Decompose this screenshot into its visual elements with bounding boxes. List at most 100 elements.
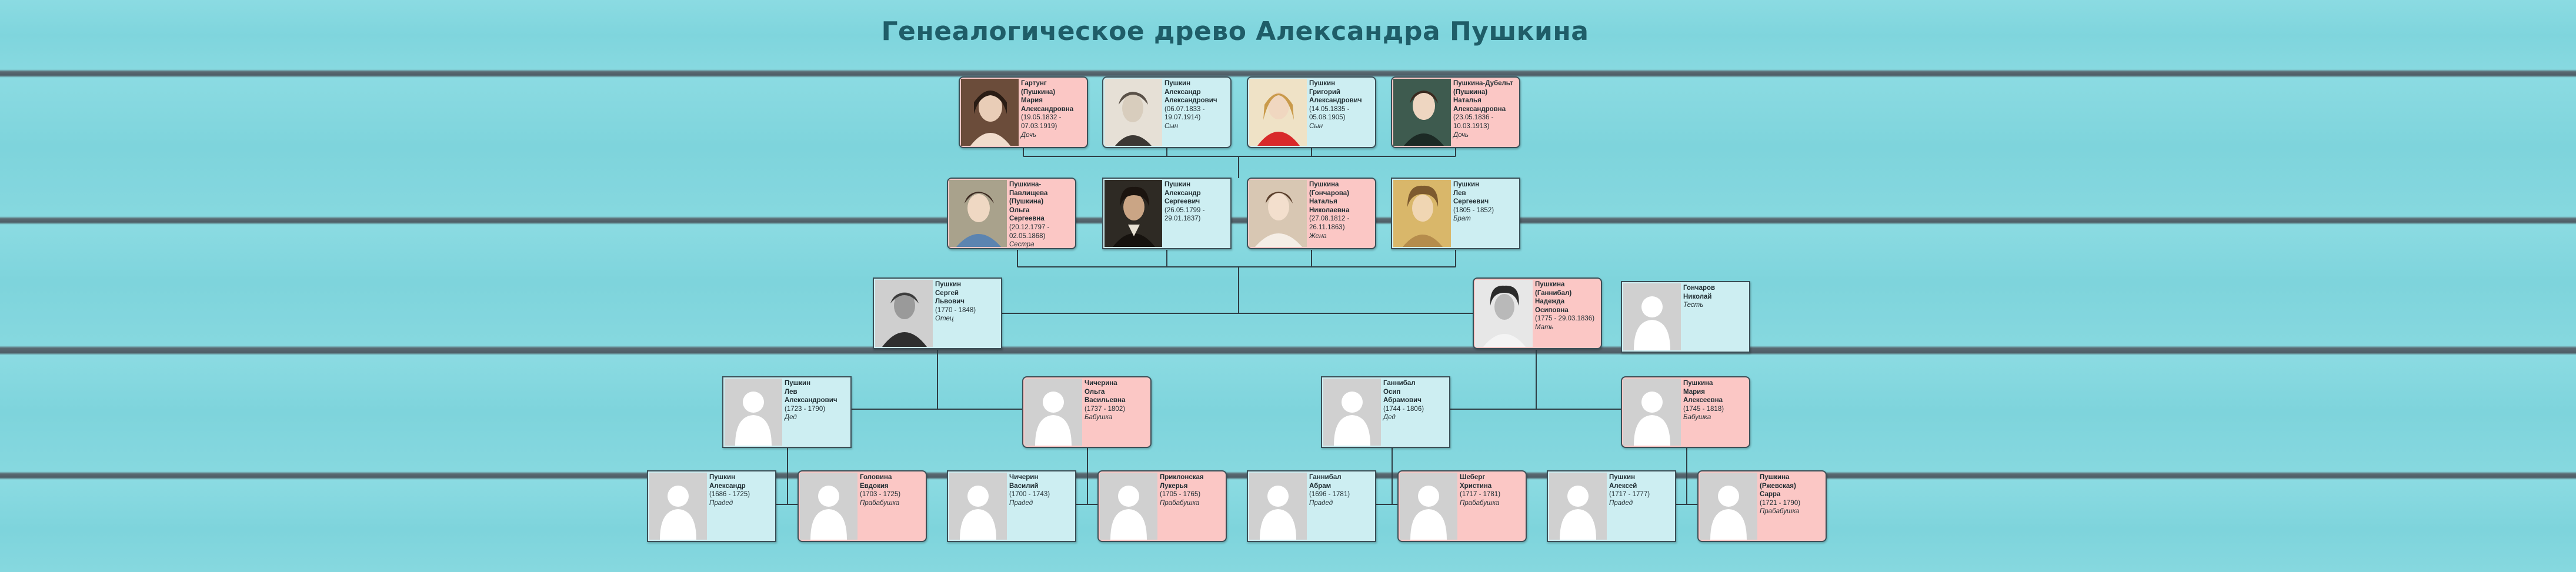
person-dates: (1723 - 1790) [785,405,826,413]
person-card-sergey[interactable]: Пушкин Сергей Львович (1770 - 1848) Отец [873,277,1002,349]
person-dates: (1737 - 1802) [1085,405,1126,413]
person-card-goncharov[interactable]: Гончаров Николай Тесть [1621,281,1750,353]
person-dates: (20.12.1797 - 02.05.1868) [1009,223,1050,240]
portrait-alexander-son [1105,79,1162,146]
person-name: Пушкин Григорий Александрович [1309,80,1362,105]
placeholder-avatar-icon [1025,379,1082,446]
person-name: Приклонская Лукерья [1160,474,1204,490]
person-card-nadezhda[interactable]: Пушкина (Ганнибал) Надежда Осиповна (177… [1473,277,1602,349]
person-name: Чичерина Ольга Васильевна [1085,380,1126,404]
person-name: Пушкина Мария Алексеевна [1683,380,1723,404]
person-name: Гартунг (Пушкина) Мария Александровна [1021,80,1074,113]
placeholder-avatar-icon [1249,473,1307,540]
person-dates: (1745 - 1818) [1683,405,1724,413]
person-name: Чичерин Василий [1009,474,1039,490]
placeholder-avatar-icon [1400,473,1457,540]
person-dates: (19.05.1832 - 07.03.1919) [1021,114,1062,130]
person-dates: (14.05.1835 - 05.08.1905) [1309,105,1350,122]
person-name: Пушкина (Ржевская) Сарра [1760,474,1796,499]
person-role: Прабабушка [1760,508,1800,516]
person-dates: (1686 - 1725) [709,491,750,499]
person-name: Пушкин Александр [709,474,746,490]
placeholder-avatar-icon [1549,473,1607,540]
placeholder-avatar-icon [649,473,707,540]
person-role: Прадед [709,499,733,507]
placeholder-avatar-icon [725,379,782,446]
person-card-chicherin[interactable]: Чичерин Василий (1700 - 1743) Прадед [947,470,1076,542]
person-card-olga-chicherina[interactable]: Чичерина Ольга Васильевна (1737 - 1802) … [1022,376,1152,448]
person-card-priklonskaya[interactable]: Приклонская Лукерья (1705 - 1765) Прабаб… [1097,470,1227,542]
person-card-natalia-wife[interactable]: Пушкина (Гончарова) Наталья Николаевна (… [1247,178,1376,249]
placeholder-avatar-icon [1700,473,1757,540]
person-name: Ганнибал Абрам [1309,474,1342,490]
person-role: Прабабушка [1460,499,1500,507]
person-role: Тесть [1683,302,1704,309]
person-role: Отец [935,315,954,323]
person-card-olga-sister[interactable]: Пушкина-Павлищева (Пушкина) Ольга Сергее… [947,178,1076,249]
person-dates: (1775 - 29.03.1836) [1535,315,1595,323]
person-role: Прабабушка [1160,499,1200,507]
placeholder-avatar-icon [1623,283,1681,350]
placeholder-avatar-icon [1100,473,1157,540]
person-name: Пушкин Алексей [1609,474,1637,490]
person-role: Прабабушка [860,499,900,507]
person-card-sara[interactable]: Пушкина (Ржевская) Сарра (1721 - 1790) П… [1697,470,1827,542]
person-name: Гончаров Николай [1683,285,1716,300]
person-name: Пушкин Сергей Львович [935,281,965,306]
portrait-natalia-wife [1249,180,1307,247]
person-card-alexey[interactable]: Пушкин Алексей (1717 - 1777) Прадед [1547,470,1676,542]
person-role: Брат [1453,215,1471,223]
person-dates: (1696 - 1781) [1309,491,1350,499]
person-card-alexander[interactable]: Пушкин Александр Сергеевич (26.05.1799 -… [1102,178,1232,249]
person-card-lev-grandfather[interactable]: Пушкин Лев Александрович (1723 - 1790) Д… [722,376,852,448]
connector-siblings [1017,250,1456,313]
portrait-lev-brother [1393,180,1451,247]
person-card-natalia-dubelt[interactable]: Пушкина-Дубельт (Пушкина) Наталья Алекса… [1391,76,1520,148]
portrait-grigory [1249,79,1307,146]
person-name: Пушкин Лев Александрович [785,380,837,404]
person-role: Бабушка [1683,414,1711,422]
person-role: Прадед [1009,499,1033,507]
person-name: Пушкин Александр Александрович [1164,80,1217,105]
person-card-shoberg[interactable]: Шеберг Христина (1717 - 1781) Прабабушка [1397,470,1527,542]
person-card-maria-grandmother[interactable]: Пушкина Мария Алексеевна (1745 - 1818) Б… [1621,376,1750,448]
person-card-golovina[interactable]: Головина Евдокия (1703 - 1725) Прабабушк… [798,470,927,542]
person-dates: (1703 - 1725) [860,491,901,499]
person-dates: (1717 - 1781) [1460,491,1501,499]
person-name: Пушкин Александр Сергеевич [1164,181,1201,206]
person-name: Пушкина (Гончарова) Наталья Николаевна [1309,181,1350,214]
person-dates: (23.05.1836 - 10.03.1913) [1453,114,1494,130]
portrait-alexander [1105,180,1162,247]
person-role: Сын [1164,122,1179,130]
person-card-lev-brother[interactable]: Пушкин Лев Сергеевич (1805 - 1852) Брат [1391,178,1520,249]
portrait-gartung [961,79,1019,146]
person-card-abram[interactable]: Ганнибал Абрам (1696 - 1781) Прадед [1247,470,1376,542]
page-title: Генеалогическое древо Александра Пушкина [881,16,1589,46]
person-role: Мать [1535,323,1554,331]
person-name: Ганнибал Осип Абрамович [1383,380,1422,404]
connector-children [1023,143,1456,178]
person-name: Пушкин Лев Сергеевич [1453,181,1489,206]
person-card-gartung[interactable]: Гартунг (Пушкина) Мария Александровна (1… [959,76,1088,148]
person-dates: (1721 - 1790) [1760,499,1801,507]
person-dates: (1700 - 1743) [1009,491,1050,499]
person-role: Жена [1309,232,1327,240]
person-name: Шеберг Христина [1460,474,1492,490]
placeholder-avatar-icon [949,473,1007,540]
person-role: Прадед [1309,499,1333,507]
person-dates: (06.07.1833 - 19.07.1914) [1164,105,1205,122]
person-role: Прадед [1609,499,1633,507]
person-name: Пушкина-Дубельт (Пушкина) Наталья Алекса… [1453,80,1513,113]
person-name: Головина Евдокия [860,474,892,490]
person-role: Сестра [1009,241,1035,249]
person-card-alexander-son[interactable]: Пушкин Александр Александрович (06.07.18… [1102,76,1232,148]
person-card-grigory[interactable]: Пушкин Григорий Александрович (14.05.183… [1247,76,1376,148]
person-role: Дочь [1021,131,1036,139]
person-dates: (26.05.1799 - 29.01.1837) [1164,206,1205,223]
person-card-alexander-ggf[interactable]: Пушкин Александр (1686 - 1725) Прадед [647,470,776,542]
person-dates: (1744 - 1806) [1383,405,1424,413]
person-dates: (1770 - 1848) [935,306,976,314]
person-card-osip[interactable]: Ганнибал Осип Абрамович (1744 - 1806) Де… [1321,376,1450,448]
portrait-natalia-dubelt [1393,79,1451,146]
person-role: Дед [1383,414,1396,422]
